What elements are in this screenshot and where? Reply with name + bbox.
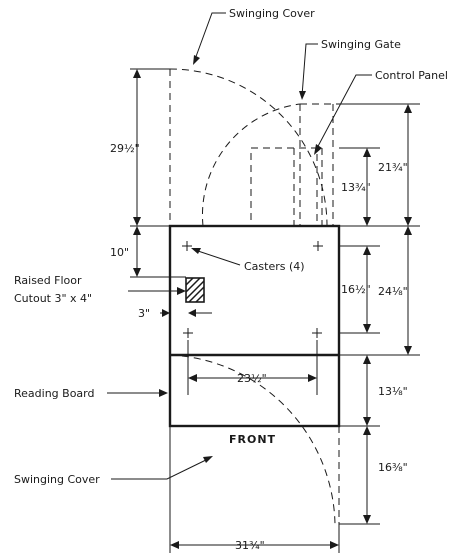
dim-text-13-125: 13⅛" xyxy=(378,385,408,398)
dim-text-31-75: 31¾" xyxy=(235,539,265,552)
dim-text-3: 3" xyxy=(138,307,150,320)
caster-marks xyxy=(182,241,323,338)
dim-text-13-75: 13¾" xyxy=(341,181,371,194)
label-swinging-cover-bottom: Swinging Cover xyxy=(14,473,100,486)
leader-control-panel xyxy=(315,74,372,151)
dim-line-16-5 xyxy=(363,246,371,333)
leader-swinging-gate xyxy=(301,43,318,97)
dim-text-21-75: 21¾" xyxy=(378,161,408,174)
swinging-cover-arc-top xyxy=(169,68,328,227)
leader-swinging-cover-top xyxy=(193,12,226,63)
floor-cutout xyxy=(185,277,205,303)
dim-text-29-5: 29½" xyxy=(110,142,140,155)
swinging-gate-arc xyxy=(201,103,301,227)
dim-text-24-125: 24⅛" xyxy=(378,285,408,298)
control-panel-outline xyxy=(250,147,318,227)
dim-line-13-125 xyxy=(363,355,371,426)
dim-line-29-5 xyxy=(133,69,141,226)
label-raised-floor-line2: Cutout 3" x 4" xyxy=(14,292,92,305)
dim-line-16-375 xyxy=(363,426,371,524)
label-reading-board: Reading Board xyxy=(14,387,94,400)
dim-line-24-125 xyxy=(404,226,412,355)
machine-body-outline xyxy=(168,224,341,428)
label-swinging-cover-top: Swinging Cover xyxy=(229,7,315,20)
swinging-cover-arc-bottom xyxy=(169,354,336,525)
dim-text-16-5: 16½" xyxy=(341,283,371,296)
label-control-panel: Control Panel xyxy=(375,69,448,82)
dim-line-13-75 xyxy=(363,148,371,226)
label-casters: Casters (4) xyxy=(244,260,305,273)
dim-text-23-5: 23½" xyxy=(237,372,267,385)
dim-line-3 xyxy=(160,309,212,317)
dim-line-23-5 xyxy=(188,374,317,382)
dim-text-10: 10" xyxy=(110,246,129,259)
dim-line-21-75 xyxy=(404,104,412,226)
leader-swinging-cover-bottom xyxy=(111,457,211,480)
label-swinging-gate: Swinging Gate xyxy=(321,38,401,51)
label-front: FRONT xyxy=(229,433,276,446)
dim-text-16-375: 16⅜" xyxy=(378,461,408,474)
leader-casters xyxy=(194,249,241,266)
dim-line-31-75 xyxy=(170,541,339,549)
dim-line-10 xyxy=(133,226,141,277)
label-raised-floor-line1: Raised Floor xyxy=(14,274,82,287)
